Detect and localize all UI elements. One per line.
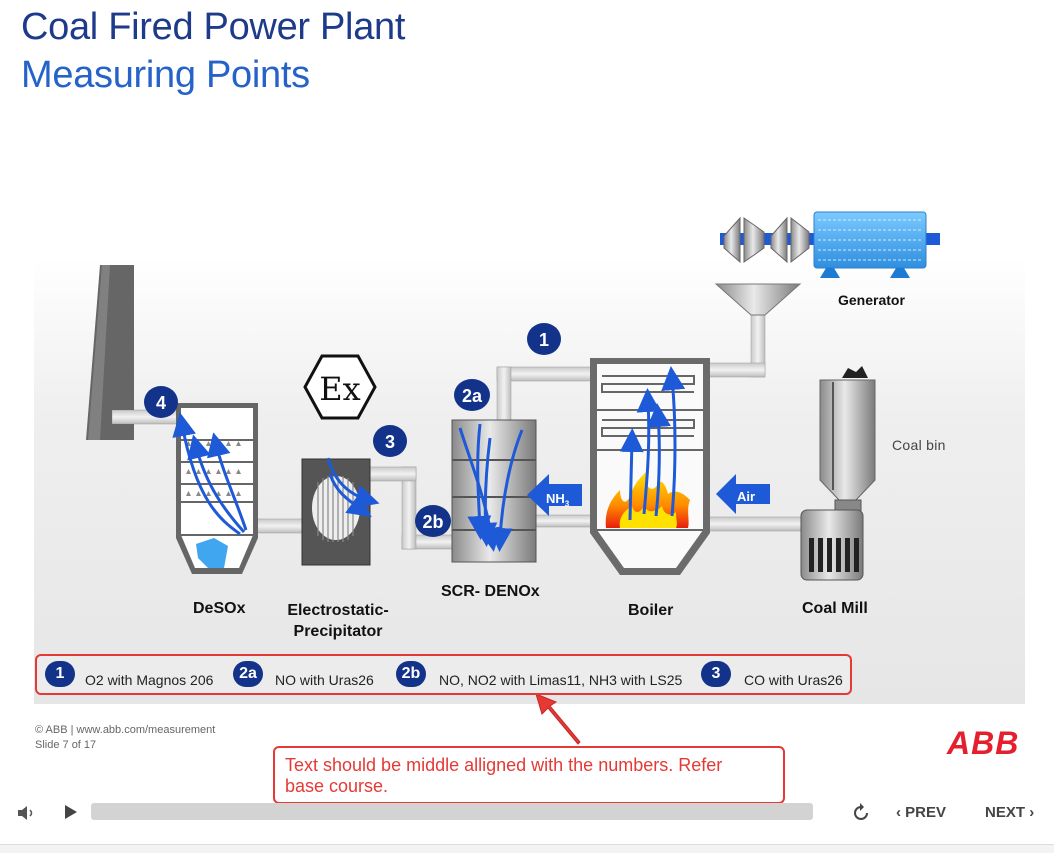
- slide-title-line2: Measuring Points: [21, 54, 310, 96]
- prev-button[interactable]: ‹ PREV: [896, 804, 947, 821]
- coal-mill: [800, 509, 864, 581]
- svg-text:1: 1: [539, 330, 549, 350]
- marker-1: 1: [527, 323, 561, 355]
- ex-explosion-proof-icon: Ex: [303, 354, 377, 420]
- abb-logo: ABB: [947, 725, 1020, 761]
- marker-3: 3: [373, 425, 407, 457]
- label-coal-mill: Coal Mill: [802, 600, 868, 617]
- label-electrostatic-precipitator: Electrostatic- Precipitator: [287, 602, 389, 640]
- svg-text:3: 3: [385, 432, 395, 452]
- slide-footer: © ABB | www.abb.com/measurement Slide 7 …: [35, 723, 215, 753]
- play-icon[interactable]: [63, 804, 79, 820]
- legend-text-2b: NO, NO2 with Limas11, NH3 with LS25: [439, 672, 683, 688]
- legend-number-3: 3: [701, 661, 731, 687]
- label-air: Air: [737, 489, 756, 504]
- replay-icon[interactable]: [851, 803, 871, 823]
- marker-2b: 2b: [415, 505, 451, 537]
- measuring-points-legend: 1 O2 with Magnos 206 2a NO with Uras26 2…: [35, 654, 852, 695]
- coal-hopper: [714, 283, 802, 316]
- desox-unit: [172, 403, 258, 574]
- nh3-arrow: [527, 474, 582, 516]
- callout-text: Text should be middle alligned with the …: [285, 755, 723, 796]
- label-coal-bin: Coal bin: [892, 437, 946, 453]
- legend-number-1: 1: [45, 661, 75, 687]
- label-scr-denox: SCR- DENOx: [441, 583, 540, 600]
- legend-text-1: O2 with Magnos 206: [85, 672, 214, 688]
- legend-number-2a: 2a: [233, 661, 263, 687]
- generator-turbine: [720, 211, 940, 278]
- legend-text-2a: NO with Uras26: [275, 672, 374, 688]
- legend-text-3: CO with Uras26: [744, 672, 843, 688]
- slide-title-line1: Coal Fired Power Plant: [21, 6, 406, 48]
- slide-counter: Slide 7 of 17: [35, 739, 97, 751]
- marker-4: 4: [144, 386, 178, 418]
- player-controls: ‹ PREV NEXT ›: [0, 792, 1054, 838]
- svg-text:Ex: Ex: [319, 370, 360, 408]
- svg-text:4: 4: [156, 393, 166, 413]
- scr-denox-unit: [451, 419, 537, 563]
- label-boiler: Boiler: [628, 602, 674, 619]
- air-arrow: [716, 474, 770, 514]
- coal-bin: [819, 366, 876, 513]
- label-nh3: NH3: [546, 491, 570, 509]
- electrostatic-precipitator: [301, 457, 380, 566]
- boiler: [590, 358, 710, 575]
- volume-icon[interactable]: [16, 804, 38, 822]
- progress-bar[interactable]: [91, 803, 813, 820]
- callout-pointer-arrow: [535, 693, 581, 745]
- next-button[interactable]: NEXT ›: [985, 804, 1035, 821]
- svg-text:2b: 2b: [422, 512, 443, 532]
- bottom-edge: [0, 844, 1054, 853]
- review-callout: Text should be middle alligned with the …: [273, 746, 785, 804]
- legend-number-2b: 2b: [396, 661, 426, 687]
- label-desox: DeSOx: [193, 600, 246, 617]
- chevron-left-icon: ‹: [896, 804, 901, 821]
- label-generator: Generator: [838, 292, 905, 308]
- copyright-text: © ABB | www.abb.com/measurement: [35, 724, 216, 736]
- chevron-right-icon: ›: [1029, 804, 1035, 821]
- svg-text:2a: 2a: [462, 386, 483, 406]
- marker-2a: 2a: [454, 379, 490, 411]
